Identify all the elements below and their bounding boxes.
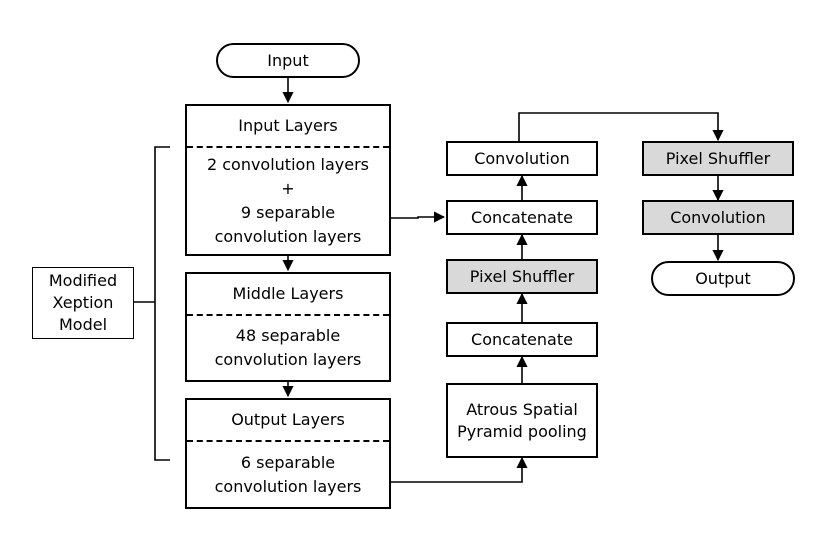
middle-layers-body: 48 separable convolution layers [214,326,362,369]
arrow-conv1-to-ps2 [518,112,724,142]
output-layers-block: Output Layers 6 separable convolution la… [185,398,391,509]
output-layers-body: 6 separable convolution layers [214,452,362,496]
middle-layers-block: Middle Layers 48 separable convolution l… [185,272,391,382]
input-layers-block: Input Layers 2 convolution layers + 9 se… [185,104,391,256]
model-bracket [134,146,170,461]
convolution-2-box: Convolution [642,200,794,235]
input-node-label: Input [267,50,309,70]
output-node: Output [651,261,795,296]
convolution-1-box: Convolution [446,141,598,176]
arrow-output-layers-to-aspp [391,456,528,483]
output-layers-divider [187,440,389,442]
middle-layers-divider [187,314,389,316]
modified-xeption-label: Modified Xeption Model [32,267,134,339]
pixel-shuffler-2-box: Pixel Shuffler [642,141,794,176]
output-layers-title: Output Layers [231,410,345,429]
input-layers-title: Input Layers [238,116,338,135]
concatenate-2-box: Concatenate [446,200,598,235]
input-layers-body: 2 convolution layers + 9 separable convo… [206,155,370,246]
arrow-encoder-skip-to-concat2 [391,211,446,223]
middle-layers-title: Middle Layers [232,284,344,303]
pixel-shuffler-1-box: Pixel Shuffler [446,259,598,294]
aspp-box: Atrous Spatial Pyramid pooling [446,383,598,458]
input-layers-divider [187,146,389,148]
input-node: Input [216,43,360,78]
output-node-label: Output [695,268,751,288]
concatenate-1-box: Concatenate [446,322,598,357]
